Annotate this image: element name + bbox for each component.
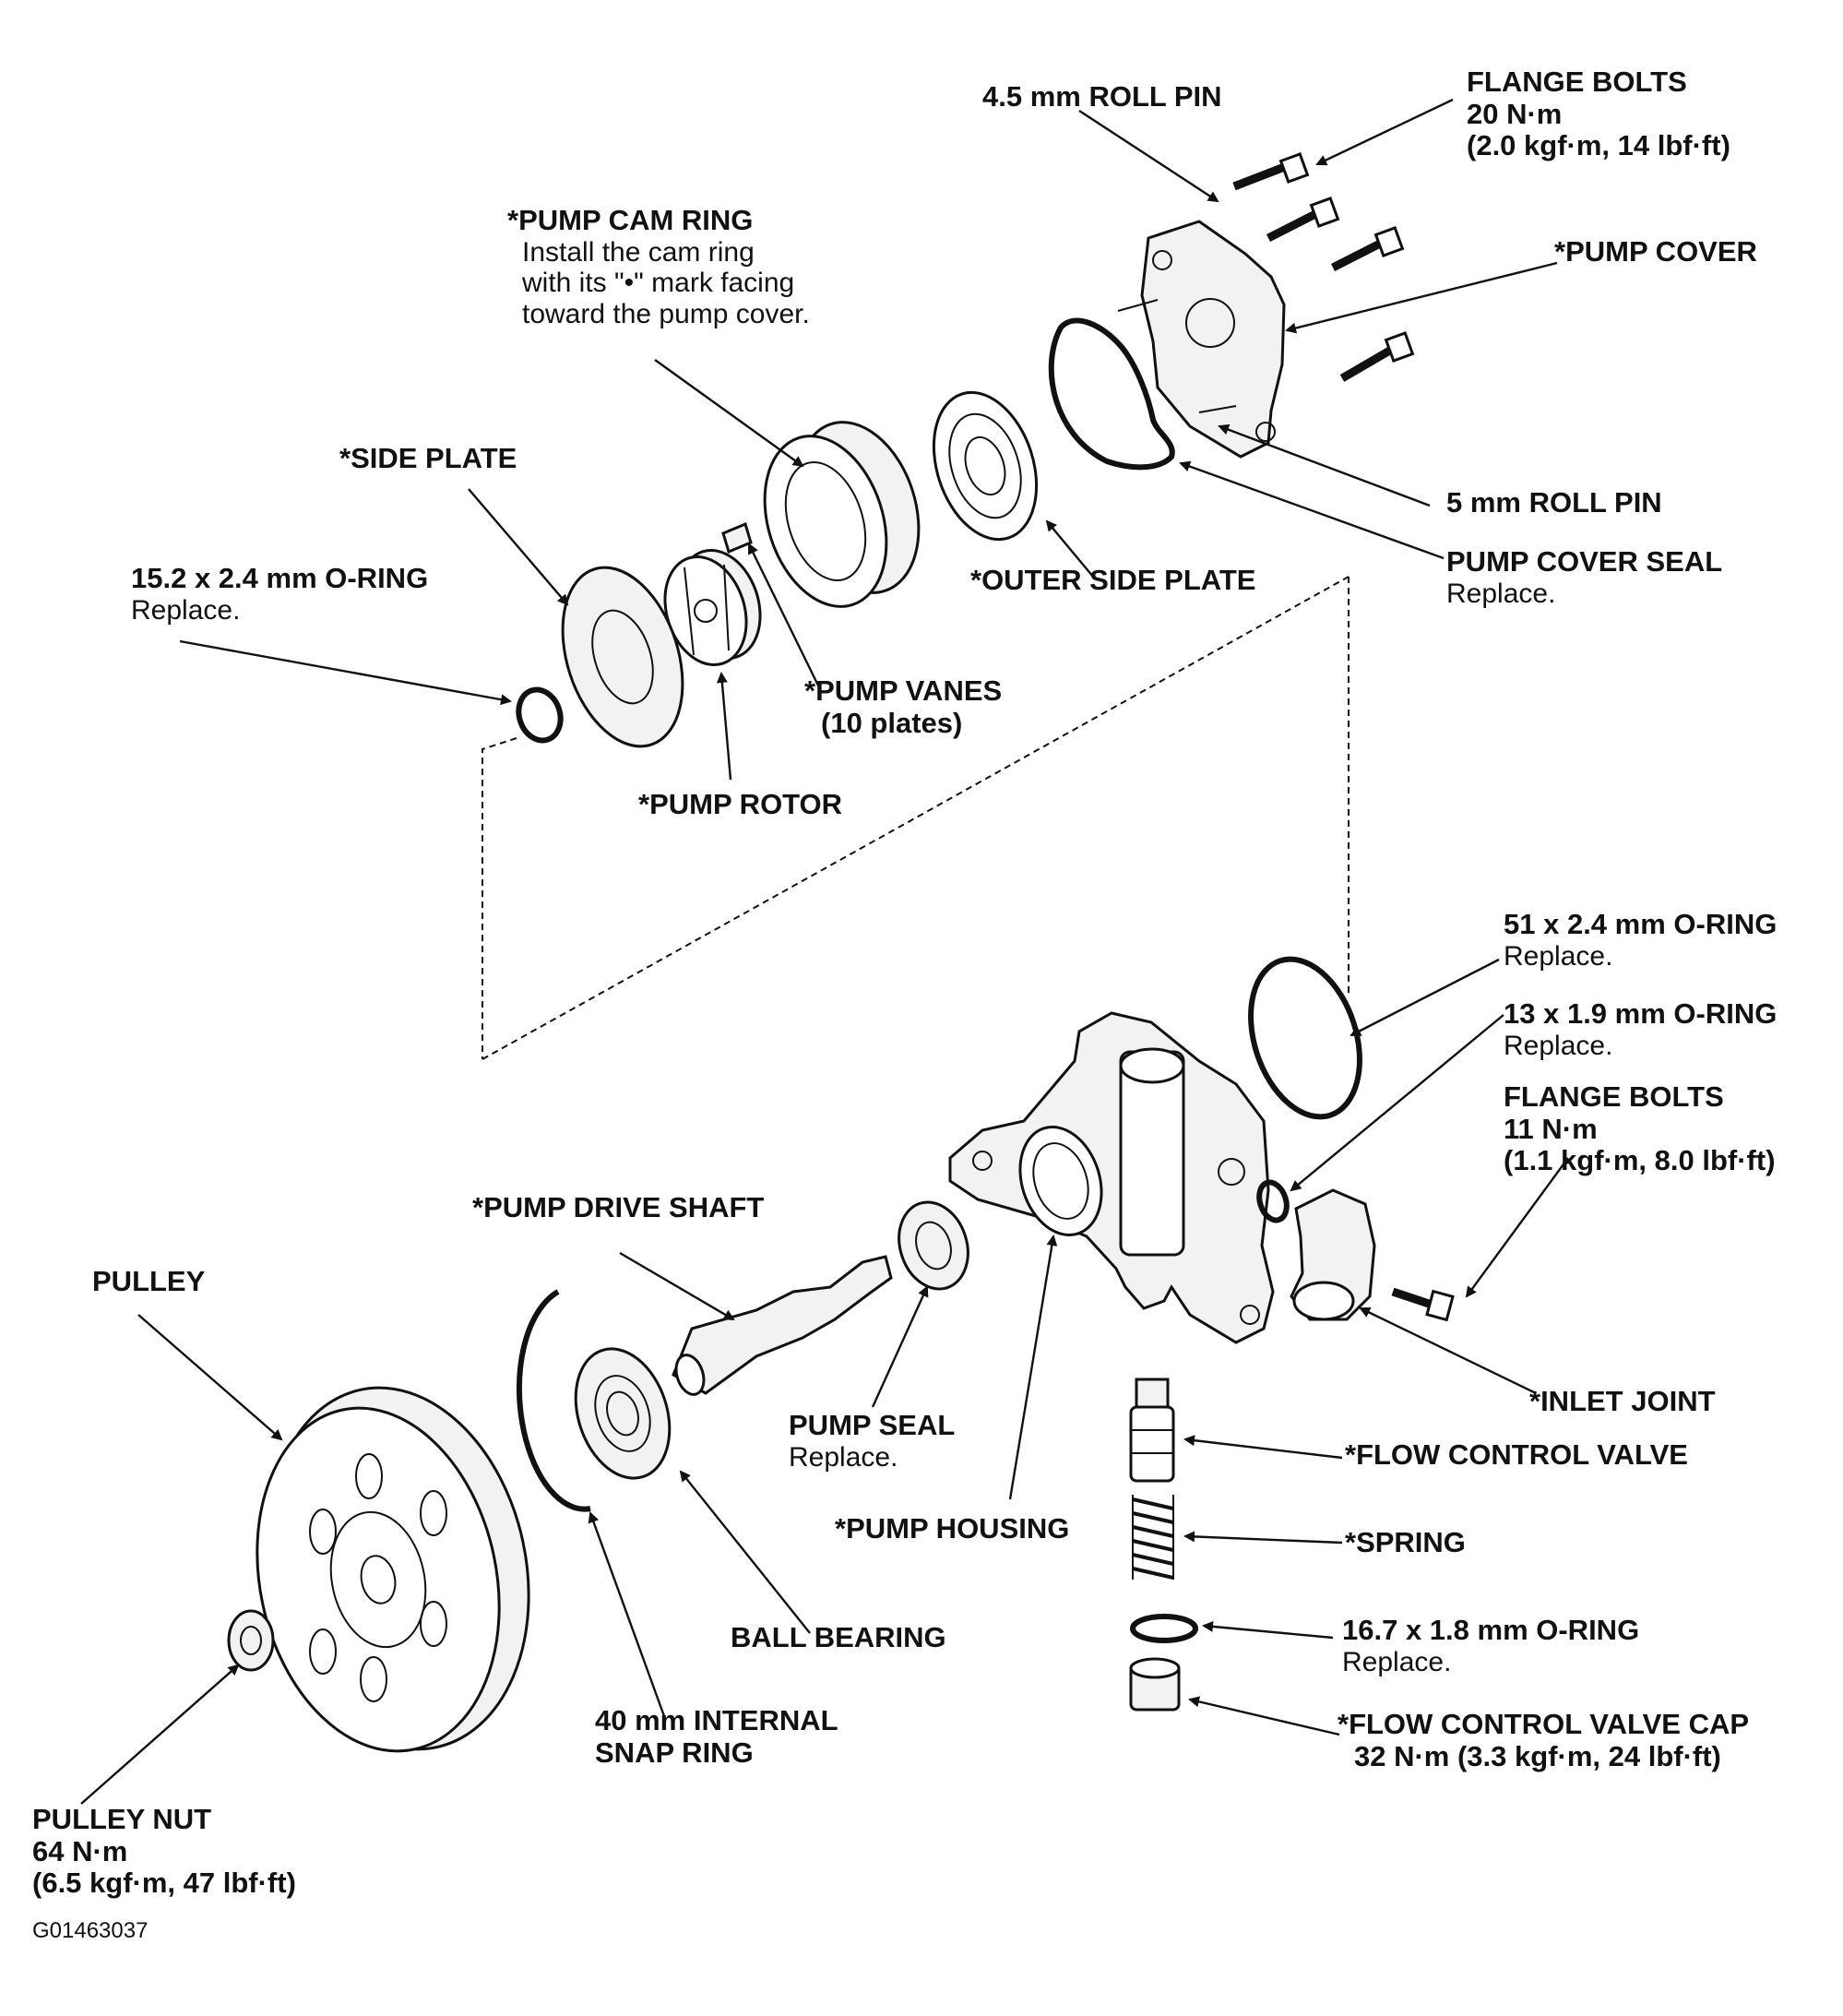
snap-ring-line-1: 40 mm INTERNAL	[595, 1704, 838, 1736]
pump-drive-shaft-part	[672, 1255, 893, 1396]
pump-seal-title: PUMP SEAL	[789, 1409, 956, 1441]
o-ring-51-title: 51 x 2.4 mm O-RING	[1504, 908, 1778, 940]
label-flow-control-valve: *FLOW CONTROL VALVE	[1345, 1438, 1688, 1471]
pump-cover-seal-part	[1048, 317, 1175, 471]
pump-cam-ring-title: *PUMP CAM RING	[507, 204, 754, 236]
pump-cam-ring-note-1: Install the cam ring	[522, 236, 755, 268]
label-pump-drive-shaft: *PUMP DRIVE SHAFT	[472, 1191, 765, 1223]
leader-lines	[80, 98, 1569, 1805]
label-5mm-roll-pin: 5 mm ROLL PIN	[1446, 486, 1662, 519]
flange-bolts-side-torque-alt: (1.1 kgf·m, 8.0 lbf·ft)	[1504, 1144, 1776, 1177]
pump-cam-ring-part	[763, 421, 921, 608]
pump-rotor-part	[663, 548, 762, 667]
label-4-5mm-roll-pin: 4.5 mm ROLL PIN	[982, 80, 1222, 113]
o-ring-15-2-note: Replace.	[131, 594, 241, 626]
flow-control-valve-cap-title: *FLOW CONTROL VALVE CAP	[1338, 1708, 1750, 1740]
flange-bolts-side-title: FLANGE BOLTS	[1504, 1080, 1724, 1113]
label-o-ring-51: 51 x 2.4 mm O-RING Replace.	[1504, 908, 1778, 972]
pump-cam-ring-note-2: with its "•" mark facing	[522, 268, 795, 299]
flow-control-valve-part	[1129, 1378, 1175, 1483]
pump-vanes-title: *PUMP VANES	[804, 674, 1003, 707]
o-ring-13-title: 13 x 1.9 mm O-RING	[1504, 997, 1778, 1030]
flange-bolt-inlet	[1391, 1287, 1455, 1322]
pulley-nut-torque: 64 N·m	[32, 1834, 128, 1867]
label-pump-cam-ring: *PUMP CAM RING Install the cam ring with…	[507, 204, 810, 330]
ball-bearing-part	[574, 1347, 672, 1480]
pump-cover-seal-title: PUMP COVER SEAL	[1446, 545, 1723, 578]
side-plate-part	[561, 566, 684, 748]
label-flange-bolts-top: FLANGE BOLTS 20 N·m (2.0 kgf·m, 14 lbf·f…	[1467, 66, 1730, 162]
flange-bolts-top-torque: 20 N·m	[1467, 97, 1563, 130]
label-outer-side-plate: *OUTER SIDE PLATE	[970, 564, 1256, 596]
label-pump-housing: *PUMP HOUSING	[835, 1512, 1070, 1545]
o-ring-15-2-part	[516, 686, 564, 744]
o-ring-16-7-title: 16.7 x 1.8 mm O-RING	[1342, 1614, 1640, 1646]
pump-cover-part	[1117, 220, 1286, 459]
pulley-nut-title: PULLEY NUT	[32, 1803, 212, 1835]
inlet-joint-part	[1290, 1188, 1376, 1321]
o-ring-16-7-part	[1130, 1614, 1198, 1643]
pump-vanes-part	[721, 521, 753, 555]
label-pump-seal: PUMP SEAL Replace.	[789, 1409, 956, 1473]
figure-code: G01463037	[32, 1918, 149, 1943]
pump-housing-part	[948, 1011, 1275, 1344]
o-ring-51-part	[1248, 956, 1362, 1120]
pump-cam-ring-note-3: toward the pump cover.	[522, 298, 810, 329]
label-spring: *SPRING	[1345, 1526, 1466, 1558]
label-pump-rotor: *PUMP ROTOR	[638, 788, 843, 820]
flow-control-valve-cap-part	[1129, 1657, 1181, 1712]
pump-cover-seal-note: Replace.	[1446, 578, 1556, 609]
label-pump-vanes: *PUMP VANES (10 plates)	[804, 674, 1003, 739]
label-pulley-nut: PULLEY NUT 64 N·m (6.5 kgf·m, 47 lbf·ft)	[32, 1803, 296, 1900]
flange-bolts-cover	[1232, 152, 1415, 382]
pump-seal-part	[898, 1200, 969, 1291]
snap-ring-part	[516, 1289, 591, 1512]
label-pulley: PULLEY	[92, 1265, 206, 1297]
o-ring-15-2-title: 15.2 x 2.4 mm O-RING	[131, 562, 429, 594]
flange-bolts-top-torque-alt: (2.0 kgf·m, 14 lbf·ft)	[1467, 129, 1730, 162]
pulley-part	[256, 1386, 530, 1753]
flow-control-valve-cap-torque: 32 N·m (3.3 kgf·m, 24 lbf·ft)	[1354, 1739, 1721, 1772]
snap-ring-line-2: SNAP RING	[595, 1736, 754, 1769]
spring-part	[1132, 1495, 1174, 1580]
label-pump-cover-seal: PUMP COVER SEAL Replace.	[1446, 545, 1723, 609]
pulley-nut-part	[227, 1609, 275, 1672]
alignment-lines	[482, 576, 1350, 1060]
o-ring-51-note: Replace.	[1504, 940, 1613, 972]
flange-bolts-top-title: FLANGE BOLTS	[1467, 66, 1687, 98]
pulley-nut-torque-alt: (6.5 kgf·m, 47 lbf·ft)	[32, 1867, 296, 1900]
outer-side-plate-part	[932, 390, 1039, 542]
o-ring-13-note: Replace.	[1504, 1030, 1613, 1061]
label-flange-bolts-side: FLANGE BOLTS 11 N·m (1.1 kgf·m, 8.0 lbf·…	[1504, 1080, 1776, 1177]
label-flow-control-valve-cap: *FLOW CONTROL VALVE CAP 32 N·m (3.3 kgf·…	[1338, 1708, 1750, 1772]
o-ring-13-part	[1256, 1179, 1290, 1223]
pump-vanes-count: (10 plates)	[821, 706, 963, 739]
label-o-ring-16-7: 16.7 x 1.8 mm O-RING Replace.	[1342, 1614, 1640, 1677]
label-o-ring-13: 13 x 1.9 mm O-RING Replace.	[1504, 997, 1778, 1061]
label-snap-ring: 40 mm INTERNAL SNAP RING	[595, 1704, 838, 1769]
label-ball-bearing: BALL BEARING	[731, 1621, 946, 1653]
pump-seal-note: Replace.	[789, 1441, 898, 1473]
flange-bolts-side-torque: 11 N·m	[1504, 1112, 1598, 1145]
o-ring-16-7-note: Replace.	[1342, 1646, 1452, 1677]
label-inlet-joint: *INLET JOINT	[1529, 1385, 1716, 1417]
label-pump-cover: *PUMP COVER	[1554, 235, 1757, 268]
label-o-ring-15-2: 15.2 x 2.4 mm O-RING Replace.	[131, 562, 429, 626]
label-side-plate: *SIDE PLATE	[339, 442, 517, 474]
